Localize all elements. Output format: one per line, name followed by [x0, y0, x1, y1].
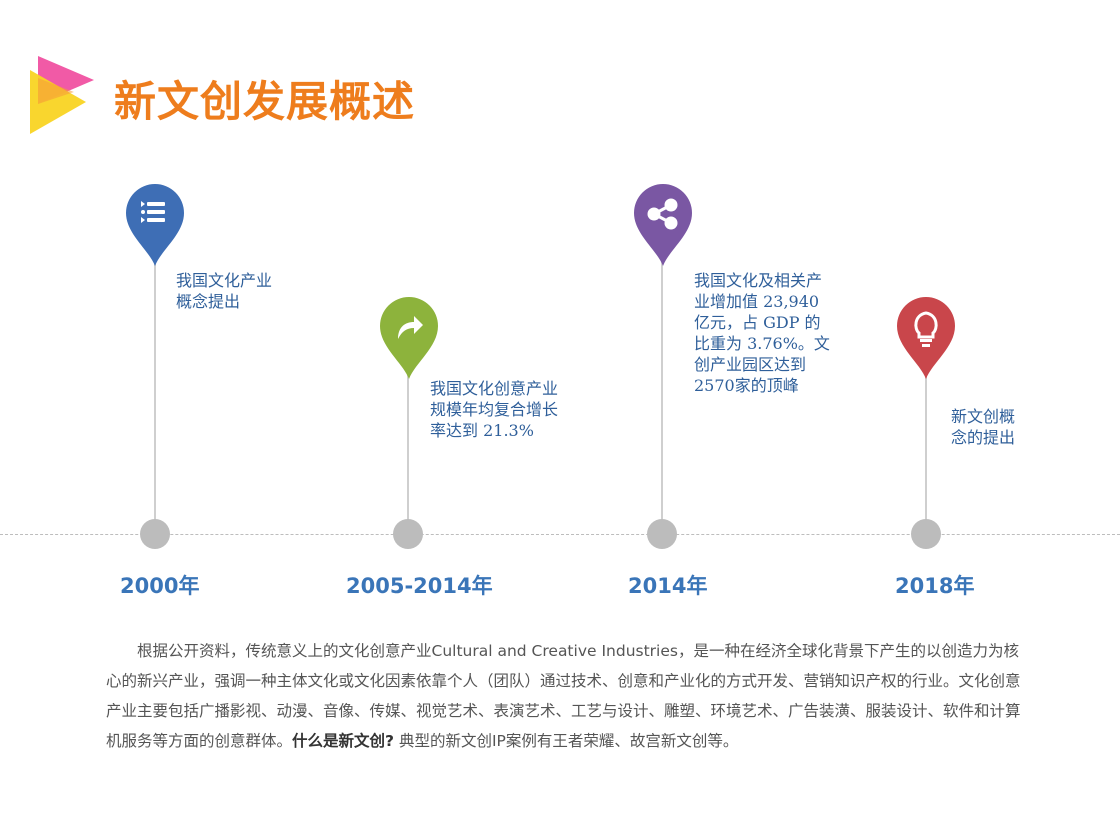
share-arrow-icon [380, 297, 438, 379]
event-year: 2005-2014年 [346, 574, 493, 598]
list-icon [126, 184, 184, 266]
event-stem [925, 368, 927, 522]
timeline-dot [911, 519, 941, 549]
timeline-dot [140, 519, 170, 549]
page-title: 新文创发展概述 [114, 77, 416, 126]
paragraph-text-end: 典型的新文创IP案例有王者荣耀、故宫新文创等。 [394, 732, 739, 750]
event-stem [154, 250, 156, 522]
event-year: 2014年 [628, 574, 708, 598]
event-description: 我国文化及相关产 业增加值 23,940 亿元，占 GDP 的 比重为 3.76… [694, 271, 830, 395]
event-stem [407, 365, 409, 522]
event-description: 新文创概 念的提出 [951, 407, 1016, 447]
timeline-dot [393, 519, 423, 549]
event-year: 2000年 [120, 574, 200, 598]
paragraph-emphasis: 什么是新文创? [292, 732, 395, 750]
lightbulb-icon [897, 297, 955, 379]
event-description: 我国文化创意产业 规模年均复合增长 率达到 21.3% [430, 379, 559, 440]
event-description: 我国文化产业 概念提出 [176, 271, 273, 311]
timeline-dot [647, 519, 677, 549]
summary-paragraph: 根据公开资料，传统意义上的文化创意产业Cultural and Creative… [106, 636, 1021, 756]
event-stem [661, 254, 663, 522]
event-year: 2018年 [895, 574, 975, 598]
share-nodes-icon [634, 184, 692, 266]
timeline-axis [0, 534, 1120, 535]
paragraph-text: 根据公开资料，传统意义上的文化创意产业Cultural and Creative… [106, 642, 1021, 750]
title-logo-icon [30, 56, 94, 134]
